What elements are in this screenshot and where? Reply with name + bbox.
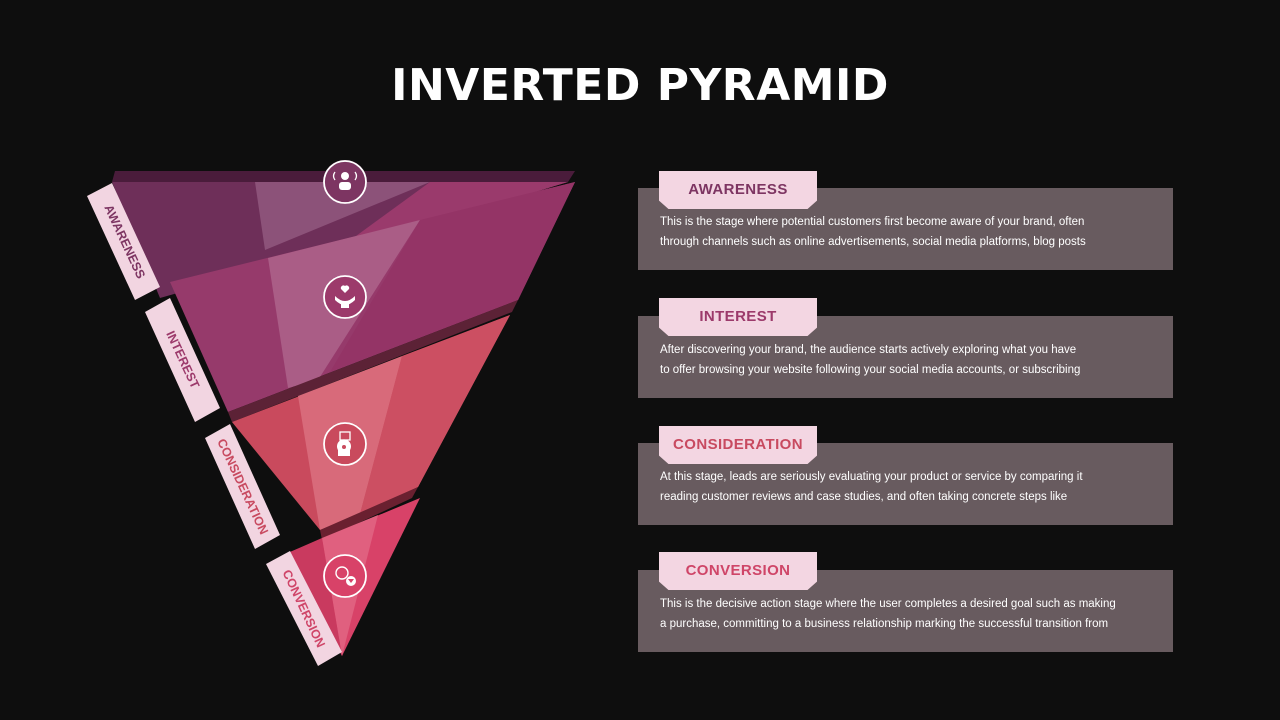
stage-description-interest: After discovering your brand, the audien… [660, 344, 1081, 376]
hands-heart-icon [323, 275, 367, 319]
head-gears-icon [323, 422, 367, 466]
stage-tab-interest: INTEREST [659, 298, 817, 336]
stage-tab-conversion: CONVERSION [659, 552, 817, 590]
pyramid-layer-interest [170, 182, 575, 422]
stage-description-consideration: At this stage, leads are seriously evalu… [660, 471, 1083, 503]
stage-tab-awareness: AWARENESS [659, 171, 817, 209]
idea-person-icon [323, 160, 367, 204]
stage-tab-consideration: CONSIDERATION [659, 426, 817, 464]
stage-description-awareness: This is the stage where potential custom… [660, 216, 1086, 248]
stage-description-conversion: This is the decisive action stage where … [660, 598, 1116, 630]
coin-funnel-icon [323, 554, 367, 598]
inverted-pyramid-diagram: AWARENESS INTEREST CONSIDERATION CONVERS… [87, 160, 575, 666]
slide-title: INVERTED PYRAMID [391, 60, 889, 111]
